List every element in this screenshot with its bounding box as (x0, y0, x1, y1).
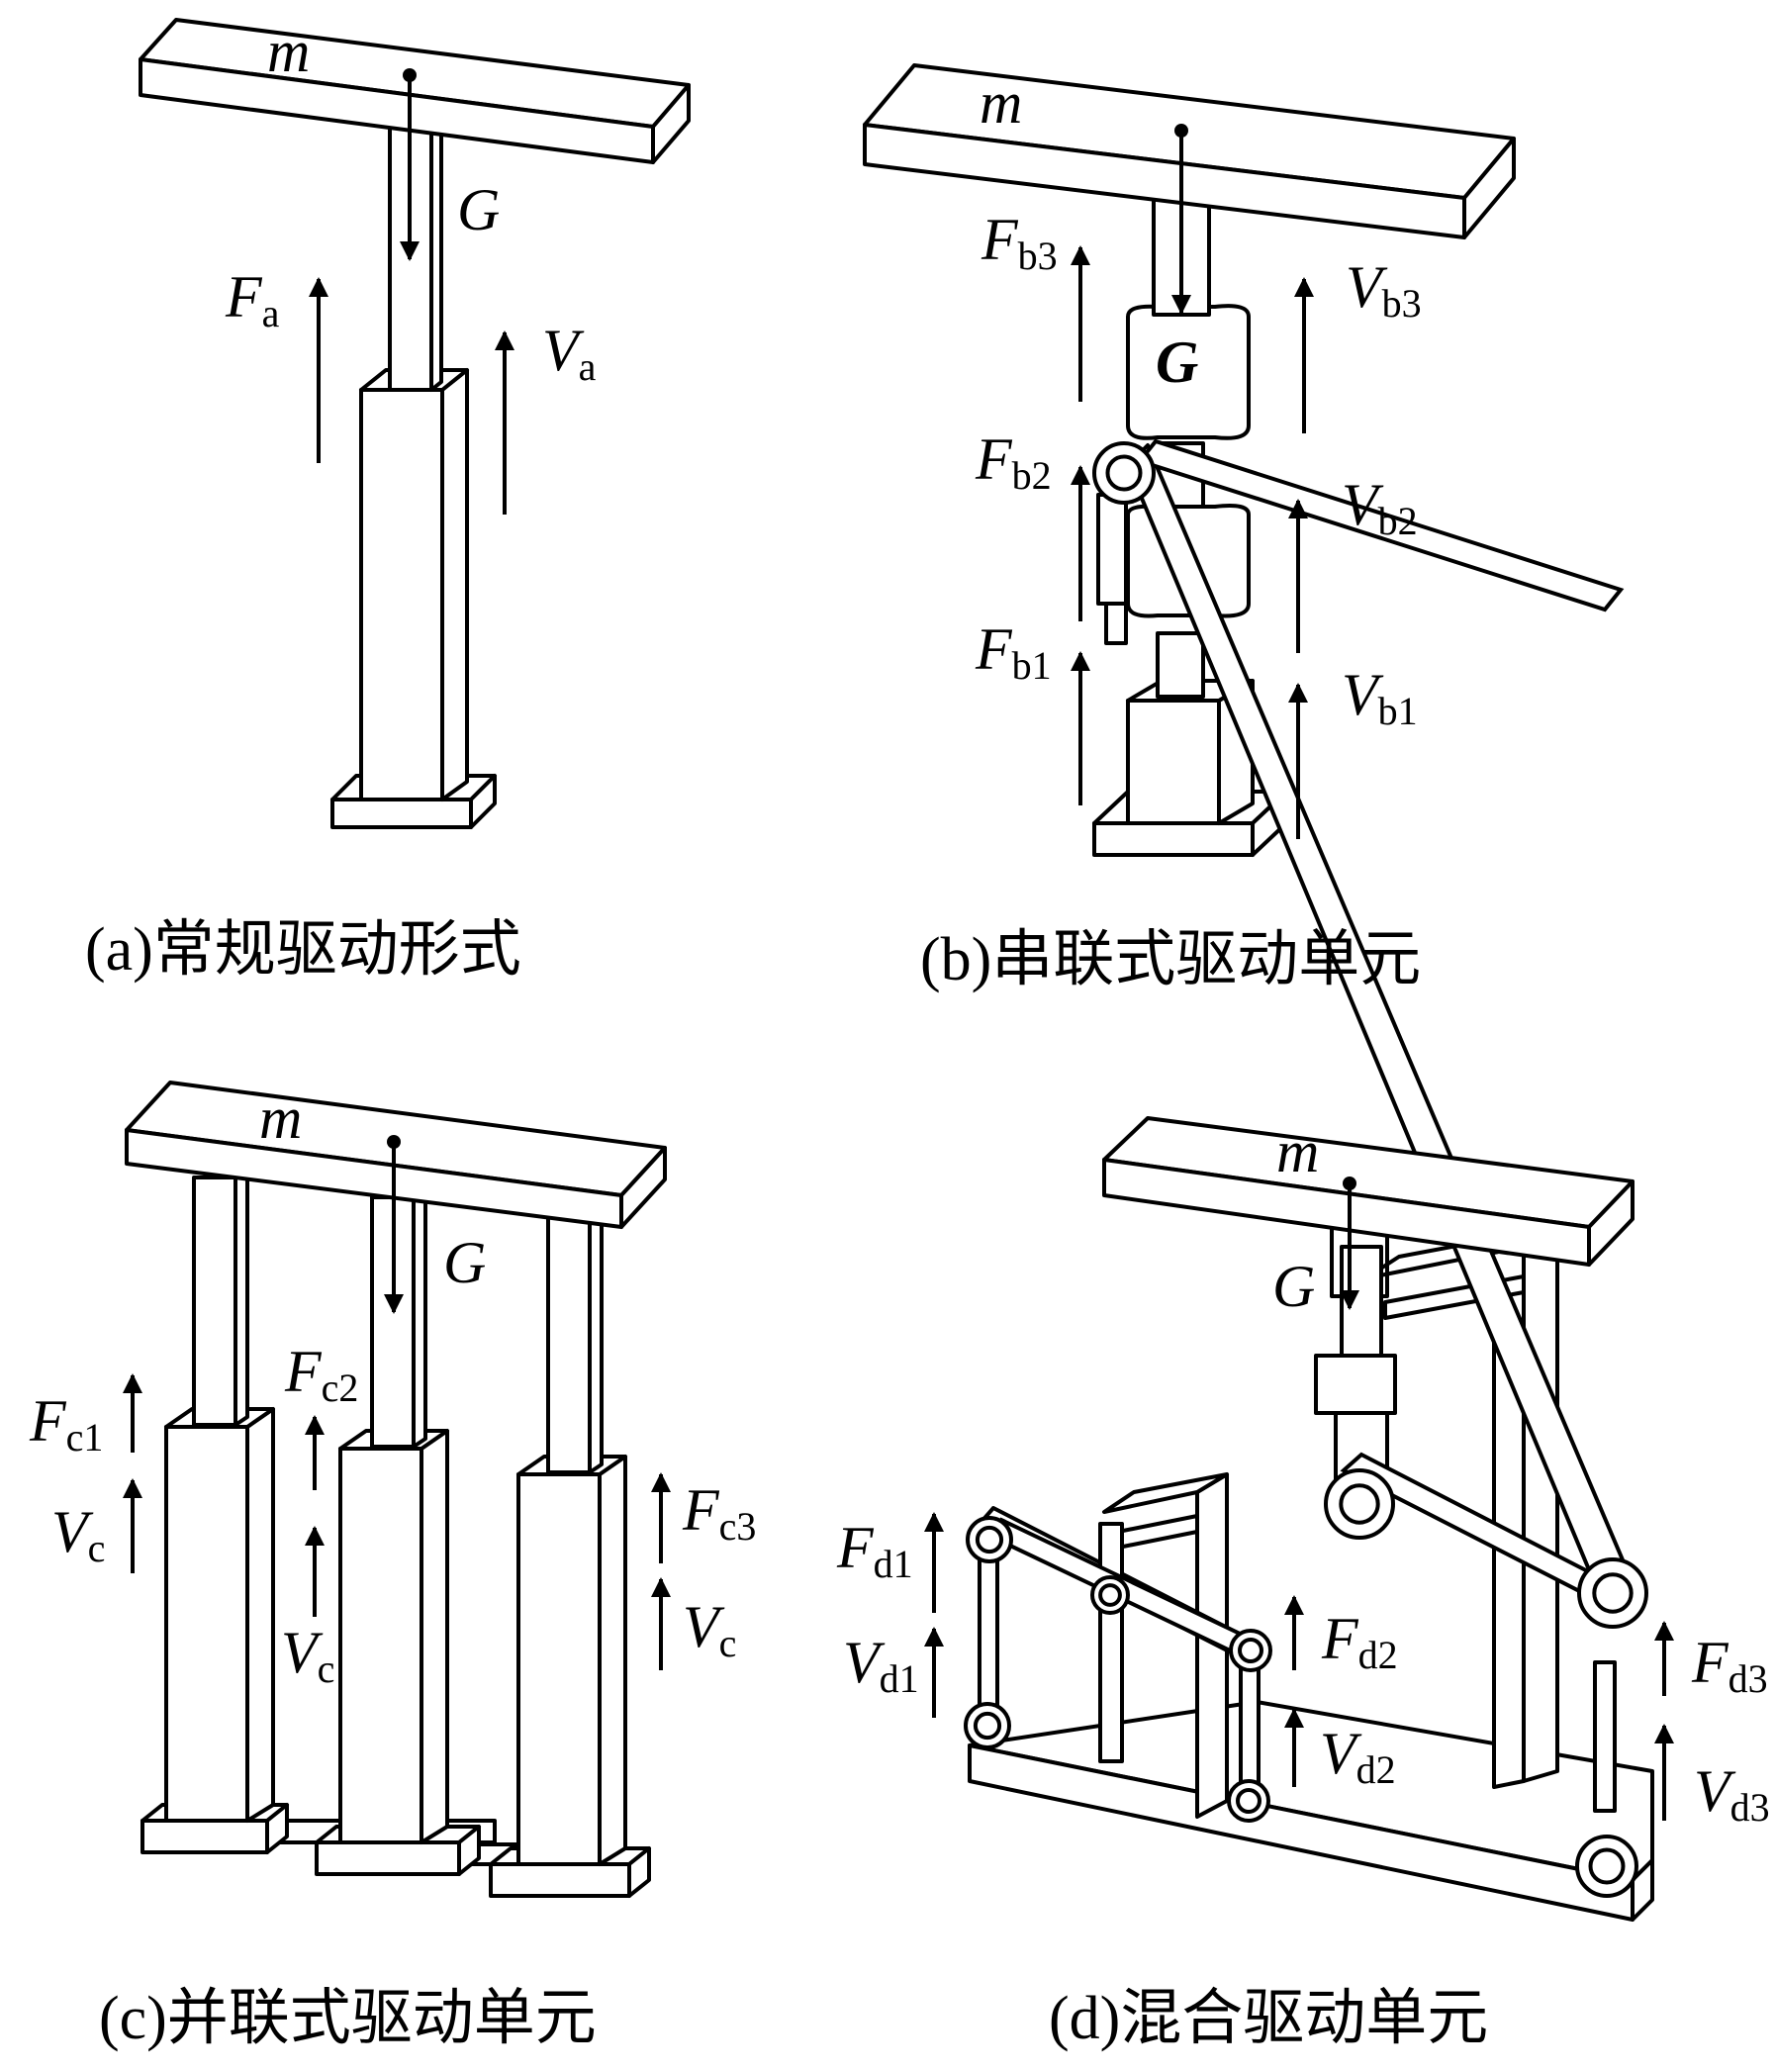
panel-b-velocity-b3-main: V (1346, 254, 1388, 320)
panel-a-cylinder (359, 368, 469, 801)
panel-b-rod1 (1156, 631, 1205, 699)
panel-a-velocity-label: Va (542, 318, 597, 389)
panel-c-velocity-2: Vc (281, 1620, 334, 1691)
panel-d-joint-top-left-pin (1105, 454, 1143, 492)
panel-b-velocity-b2-main: V (1342, 472, 1384, 537)
panel-b-force-b2-sub: b2 (1012, 453, 1052, 498)
panel-b-velocity-b2: Vb2 (1342, 472, 1418, 543)
panel-b-velocity-b1-main: V (1342, 662, 1384, 727)
panel-c-force-c2-sub: c2 (322, 1366, 359, 1410)
panel-c-caption: (c)并联式驱动单元 (99, 1985, 597, 2052)
panel-d-gravity-label: G (1272, 1254, 1315, 1319)
panel-c-velocity-3-sub: c (719, 1621, 737, 1665)
panel-c-velocity-2-main: V (281, 1620, 324, 1685)
panel-d-force-d3: Fd3 (1691, 1630, 1768, 1701)
panel-c-velocity-1: Vc (51, 1499, 105, 1570)
panel-a-force-sub: a (262, 291, 280, 335)
panel-d-velocity-d2: Vd2 (1320, 1721, 1396, 1792)
panel-c-force-c1-sub: c1 (66, 1415, 104, 1460)
panel-d-upper-link (1136, 438, 1625, 612)
panel-d-joint-left-pin (975, 1525, 1004, 1554)
panel-c-force-c2-main: F (284, 1339, 323, 1404)
panel-d-joint-mid-pin (1098, 1583, 1122, 1607)
panel-a-mass-label: m (267, 19, 310, 84)
panel-c-velocity-3-main: V (683, 1594, 725, 1659)
panel-d-force-d3-sub: d3 (1728, 1656, 1768, 1701)
panel-b-mass-label: m (980, 70, 1022, 136)
panel-b-caption: (b)串联式驱动单元 (920, 926, 1421, 993)
panel-d-velocity-d3-sub: d3 (1730, 1785, 1770, 1830)
panel-c-velocity-1-main: V (51, 1499, 94, 1564)
panel-d-velocity-d3: Vd3 (1694, 1758, 1770, 1830)
panel-b-force-b1-sub: b1 (1012, 643, 1052, 688)
panel-b-velocity-b3: Vb3 (1346, 254, 1422, 326)
panel-c-force-c1-main: F (29, 1388, 67, 1454)
panel-d-velocity-d2-main: V (1320, 1721, 1362, 1786)
panel-c-force-c1: Fc1 (29, 1388, 103, 1460)
panel-b-platform (863, 63, 1516, 239)
panel-d-velocity-d2-sub: d2 (1356, 1747, 1396, 1792)
panel-c-velocity-3: Vc (683, 1594, 736, 1665)
panel-b-force-b2: Fb2 (975, 426, 1052, 498)
panel-d-joint-mid-right-pin (1238, 1638, 1263, 1663)
panel-d-force-d1: Fd1 (836, 1515, 913, 1586)
panel-d-mass-label: m (1276, 1119, 1319, 1184)
panel-d-joint-bottom-left-pin (973, 1711, 1002, 1741)
panel-c-velocity-1-sub: c (88, 1526, 106, 1570)
panel-c-force-c3-sub: c3 (719, 1504, 757, 1549)
panel-b-stage1 (1126, 679, 1255, 825)
panel-a-force-main: F (225, 264, 263, 330)
panel-b-force-b1: Fb1 (975, 616, 1052, 688)
panel-a-velocity-main: V (542, 318, 585, 383)
labels: m G Fa Va (a)常规驱动形式 m G Fb3 Fb2 Fb1 Vb3 … (29, 19, 1770, 2052)
panel-d-joint-bottom-right-pin (1588, 1847, 1626, 1885)
panel-d-caption: (d)混合驱动单元 (1049, 1985, 1488, 2052)
panel-a (139, 18, 691, 829)
panel-c-mass-label: m (259, 1085, 302, 1151)
panel-a-caption: (a)常规驱动形式 (85, 916, 521, 984)
panel-b-stage3 (1126, 304, 1251, 440)
panel-d-force-d3-main: F (1691, 1630, 1729, 1695)
panel-c-cylinder-3 (516, 1205, 627, 1866)
panel-c-force-c3: Fc3 (682, 1477, 756, 1549)
panel-b-force-b3-main: F (981, 207, 1019, 272)
panel-d-platform (1102, 1116, 1635, 1267)
panel-c-velocity-2-sub: c (318, 1647, 335, 1691)
panel-d-velocity-d1-main: V (843, 1630, 886, 1695)
panel-d-force-d1-sub: d1 (874, 1542, 913, 1586)
panel-a-velocity-sub: a (579, 344, 597, 389)
panel-b (863, 63, 1516, 857)
panel-d-force-d2-sub: d2 (1358, 1633, 1398, 1677)
panel-b-gravity-label: G (1156, 330, 1198, 395)
panel-b-velocity-b2-sub: b2 (1378, 499, 1418, 543)
panel-b-force-b3-sub: b3 (1018, 234, 1058, 278)
panel-c-gravity-label: G (443, 1230, 486, 1295)
panel-c-force-c2: Fc2 (284, 1339, 358, 1410)
panel-b-velocity-b3-sub: b3 (1382, 281, 1422, 326)
panel-d-force-d2: Fd2 (1321, 1606, 1398, 1677)
panel-d-velocity-d3-main: V (1694, 1758, 1736, 1824)
panel-a-rod (388, 109, 443, 392)
panel-d-velocity-d1-sub: d1 (880, 1656, 919, 1701)
panel-d-force-d1-main: F (836, 1515, 875, 1580)
panel-d-joint-bottom-mid-pin (1236, 1788, 1261, 1814)
arrows (123, 68, 1674, 1821)
panel-b-velocity-b1-sub: b1 (1378, 689, 1418, 733)
panel-b-velocity-b1: Vb1 (1342, 662, 1418, 733)
panel-c-cylinder-1 (164, 1168, 275, 1823)
panel-b-force-b1-main: F (975, 616, 1013, 682)
panel-c-force-c3-main: F (682, 1477, 720, 1543)
panel-d-velocity-d1: Vd1 (843, 1630, 919, 1701)
panel-a-force-label: Fa (225, 264, 280, 335)
panel-d-linework (964, 438, 1648, 1898)
panel-d-force-d2-main: F (1321, 1606, 1359, 1671)
panel-d-joint-right-pin (1592, 1572, 1634, 1614)
panel-b-force-b3: Fb3 (981, 207, 1058, 278)
panel-b-force-b2-main: F (975, 426, 1013, 492)
panel-a-gravity-label: G (457, 177, 500, 242)
panel-d-joint-center-pin (1339, 1483, 1380, 1525)
